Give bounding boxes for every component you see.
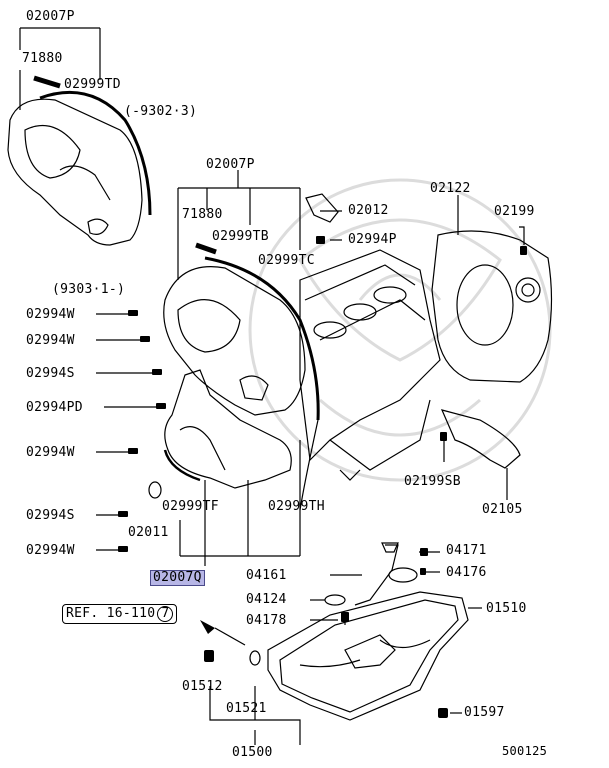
label-02994W-a[interactable]: 02994W	[26, 307, 75, 322]
label-01521[interactable]: 01521	[226, 701, 267, 716]
selected-part-02007Q[interactable]: 02007Q	[150, 570, 205, 586]
upper-timing-cover	[7, 98, 143, 246]
label-02994S-a[interactable]: 02994S	[26, 366, 75, 381]
date-range-1: (-9302·3)	[124, 104, 198, 119]
label-01597[interactable]: 01597	[464, 705, 505, 720]
label-02105[interactable]: 02105	[482, 502, 523, 517]
label-02007P-top[interactable]: 02007P	[26, 9, 75, 24]
reference-text: REF. 16-110	[66, 606, 156, 621]
label-02999TF[interactable]: 02999TF	[162, 499, 219, 514]
label-02994S-b[interactable]: 02994S	[26, 508, 75, 523]
oil-pan	[267, 591, 469, 721]
label-02999TB[interactable]: 02999TB	[212, 229, 269, 244]
rear-plate	[431, 230, 553, 383]
label-02999TD[interactable]: 02999TD	[64, 77, 121, 92]
label-71880-top[interactable]: 71880	[22, 51, 63, 66]
label-04176[interactable]: 04176	[446, 565, 487, 580]
lower-plate	[440, 409, 521, 469]
label-04124[interactable]: 04124	[246, 592, 287, 607]
label-strip-71880-top	[33, 75, 61, 89]
label-02994PD[interactable]: 02994PD	[26, 400, 83, 415]
label-04171[interactable]: 04171	[446, 543, 487, 558]
date-range-2: (9303·1-)	[52, 282, 126, 297]
engine-block	[299, 249, 441, 462]
lower-timing-cover	[164, 369, 292, 489]
top-group-bracket	[19, 27, 101, 80]
label-02007P-mid[interactable]: 02007P	[206, 157, 255, 172]
label-02994P[interactable]: 02994P	[348, 232, 397, 247]
label-02999TH[interactable]: 02999TH	[268, 499, 325, 514]
label-02199SB[interactable]: 02199SB	[404, 474, 461, 489]
label-71880-mid[interactable]: 71880	[182, 207, 223, 222]
label-02122[interactable]: 02122	[430, 181, 471, 196]
label-02994W-d[interactable]: 02994W	[26, 543, 75, 558]
label-01512[interactable]: 01512	[182, 679, 223, 694]
label-04178[interactable]: 04178	[246, 613, 287, 628]
label-02994W-b[interactable]: 02994W	[26, 333, 75, 348]
diagram-id: 500125	[502, 744, 548, 758]
label-02012[interactable]: 02012	[348, 203, 389, 218]
main-timing-cover	[163, 266, 306, 416]
label-02011[interactable]: 02011	[128, 525, 169, 540]
label-02994W-c[interactable]: 02994W	[26, 445, 75, 460]
label-01510[interactable]: 01510	[486, 601, 527, 616]
label-02199[interactable]: 02199	[494, 204, 535, 219]
ref-arrow-icon	[200, 620, 215, 634]
label-02999TC[interactable]: 02999TC	[258, 253, 315, 268]
label-01500[interactable]: 01500	[232, 745, 273, 760]
gasket-02999TD	[39, 90, 152, 216]
bracket-02012	[305, 193, 339, 223]
label-04161[interactable]: 04161	[246, 568, 287, 583]
reference-number: 7	[157, 606, 174, 622]
